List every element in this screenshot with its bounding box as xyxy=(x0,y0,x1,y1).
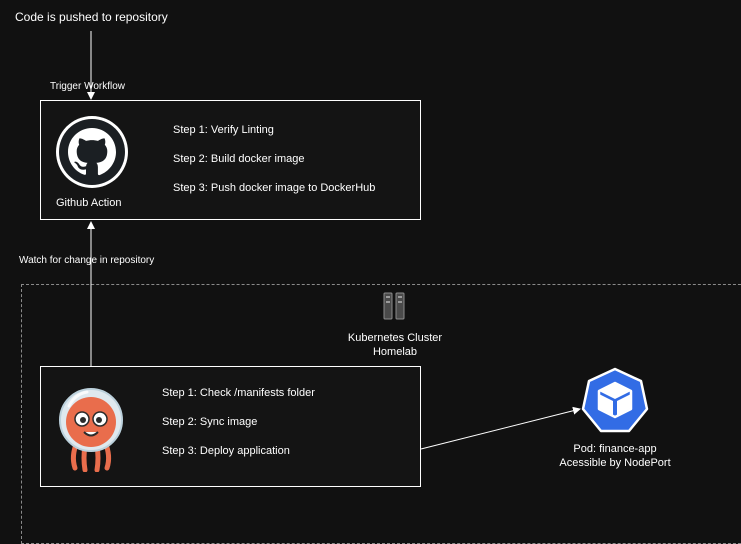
pod-name-label: Pod: finance-app xyxy=(573,443,657,455)
cluster-label-line1: Kubernetes Cluster xyxy=(347,332,443,344)
github-step-3: Step 3: Push docker image to DockerHub xyxy=(173,182,376,194)
watch-change-label: Watch for change in repository xyxy=(19,255,155,266)
argocd-box[interactable]: Step 1: Check /manifests folder Step 2: … xyxy=(40,366,421,487)
connectors xyxy=(87,31,581,450)
argo-step-2: Step 2: Sync image xyxy=(162,416,258,428)
github-action-box[interactable]: Github Action Step 1: Verify Linting Ste… xyxy=(40,100,421,220)
github-step-2: Step 2: Build docker image xyxy=(173,153,305,165)
argo-step-1: Step 1: Check /manifests folder xyxy=(162,387,315,399)
argo-step-3: Step 3: Deploy application xyxy=(162,445,290,457)
kubernetes-pod-icon[interactable] xyxy=(580,367,650,435)
github-step-1: Step 1: Verify Linting xyxy=(173,124,274,136)
code-pushed-label: Code is pushed to repository xyxy=(15,10,168,24)
github-icon xyxy=(55,115,129,189)
github-action-label: Github Action xyxy=(56,197,122,209)
server-icon xyxy=(383,292,405,320)
trigger-workflow-label: Trigger Workflow xyxy=(50,81,126,92)
pod-access-label: Acessible by NodePort xyxy=(559,457,671,469)
argo-icon xyxy=(55,384,127,473)
deploy-arrow xyxy=(420,406,581,450)
cluster-label-line2: Homelab xyxy=(372,346,418,358)
